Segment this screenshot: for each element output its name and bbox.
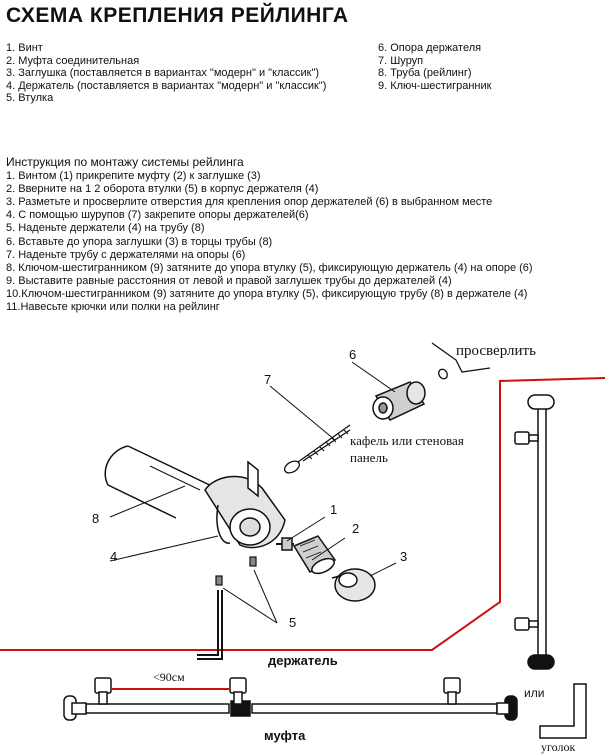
- legend-item: 7. Шуруп: [378, 54, 424, 67]
- holder-part: [204, 460, 286, 549]
- coupling-label: муфта: [264, 728, 306, 743]
- holder-label: держатель: [268, 653, 338, 668]
- wall-label: панель: [350, 450, 388, 465]
- callout-1: 1: [330, 502, 338, 517]
- parts-legend-right: 6. Опора держателя 7. Шуруп 8. Труба (ре…: [378, 42, 491, 92]
- callout-5: 5: [289, 615, 297, 630]
- legend-item: 4. Держатель (поставляется в вариантах "…: [6, 79, 327, 92]
- instruction-step: 4. С помощью шурупов (7) закрепите опоры…: [6, 209, 309, 222]
- legend-item: 6. Опора держателя: [378, 42, 482, 54]
- installation-instructions: Инструкция по монтажу системы рейлинга 1…: [6, 155, 533, 314]
- hex-key-part: [197, 590, 223, 660]
- instruction-step: 1. Винтом (1) прикрепите муфту (2) к заг…: [6, 170, 261, 183]
- callout-6: 6: [349, 347, 357, 362]
- wall-label: кафель или стеновая: [350, 433, 464, 448]
- instructions-heading: Инструкция по монтажу системы рейлинга: [6, 155, 244, 169]
- legend-item: 2. Муфта соединительная: [6, 54, 140, 67]
- legend-item: 5. Втулка: [6, 92, 54, 105]
- instruction-step: 7. Наденьте трубу с держателями на опоры…: [6, 248, 246, 261]
- instruction-step: 11.Навесьте крючки или полки на рейлинг: [6, 301, 220, 314]
- callout-4: 4: [110, 549, 118, 564]
- sleeve-part: [215, 556, 257, 586]
- instruction-step: 9. Выставите равные расстояния от левой …: [6, 274, 452, 287]
- legend-item: 3. Заглушка (поставляется в вариантах "м…: [6, 67, 320, 80]
- callout-leaders: [109, 361, 397, 624]
- instruction-step: 5. Наденьте держатели (4) на трубу (8): [6, 222, 205, 235]
- or-label: или: [524, 686, 545, 700]
- corner-label: уголок: [541, 740, 576, 754]
- legend-item: 8. Труба (рейлинг): [378, 67, 472, 80]
- parts-legend-left: 1. Винт 2. Муфта соединительная 3. Заглу…: [6, 42, 326, 105]
- callout-7: 7: [264, 372, 272, 387]
- corner-piece: [539, 683, 587, 739]
- end-cap-part: [331, 568, 376, 602]
- instruction-step: 2. Вверните на 1 2 оборота втулки (5) в …: [6, 183, 319, 196]
- screw-part: [276, 537, 294, 551]
- page-title: СХЕМА КРЕПЛЕНИЯ РЕЙЛИНГА: [6, 4, 349, 27]
- wood-screw-part: [283, 424, 351, 474]
- callout-3: 3: [400, 549, 408, 564]
- horizontal-rail: [63, 677, 518, 721]
- drill-hole-icon: [431, 342, 491, 380]
- instruction-step: 10.Ключом-шестигранником (9) затяните до…: [6, 287, 528, 300]
- instruction-step: 3. Разметьте и просверлите отверстия для…: [6, 196, 493, 209]
- legend-item: 9. Ключ-шестигранник: [378, 79, 492, 92]
- holder-support-part: [372, 381, 426, 421]
- vertical-rail: [514, 394, 555, 670]
- callout-8: 8: [92, 511, 100, 526]
- instruction-step: 8. Ключом-шестигранником (9) затяните до…: [6, 261, 533, 274]
- distance-label: <90см: [153, 670, 185, 684]
- coupling-part: [292, 535, 337, 575]
- pipe-part: [104, 445, 219, 519]
- wall-outline: [0, 377, 605, 651]
- legend-item: 1. Винт: [6, 42, 43, 54]
- callout-2: 2: [352, 521, 360, 536]
- drill-label: просверлить: [456, 343, 536, 359]
- instruction-step: 6. Вставьте до упора заглушки (3) в торц…: [6, 235, 273, 248]
